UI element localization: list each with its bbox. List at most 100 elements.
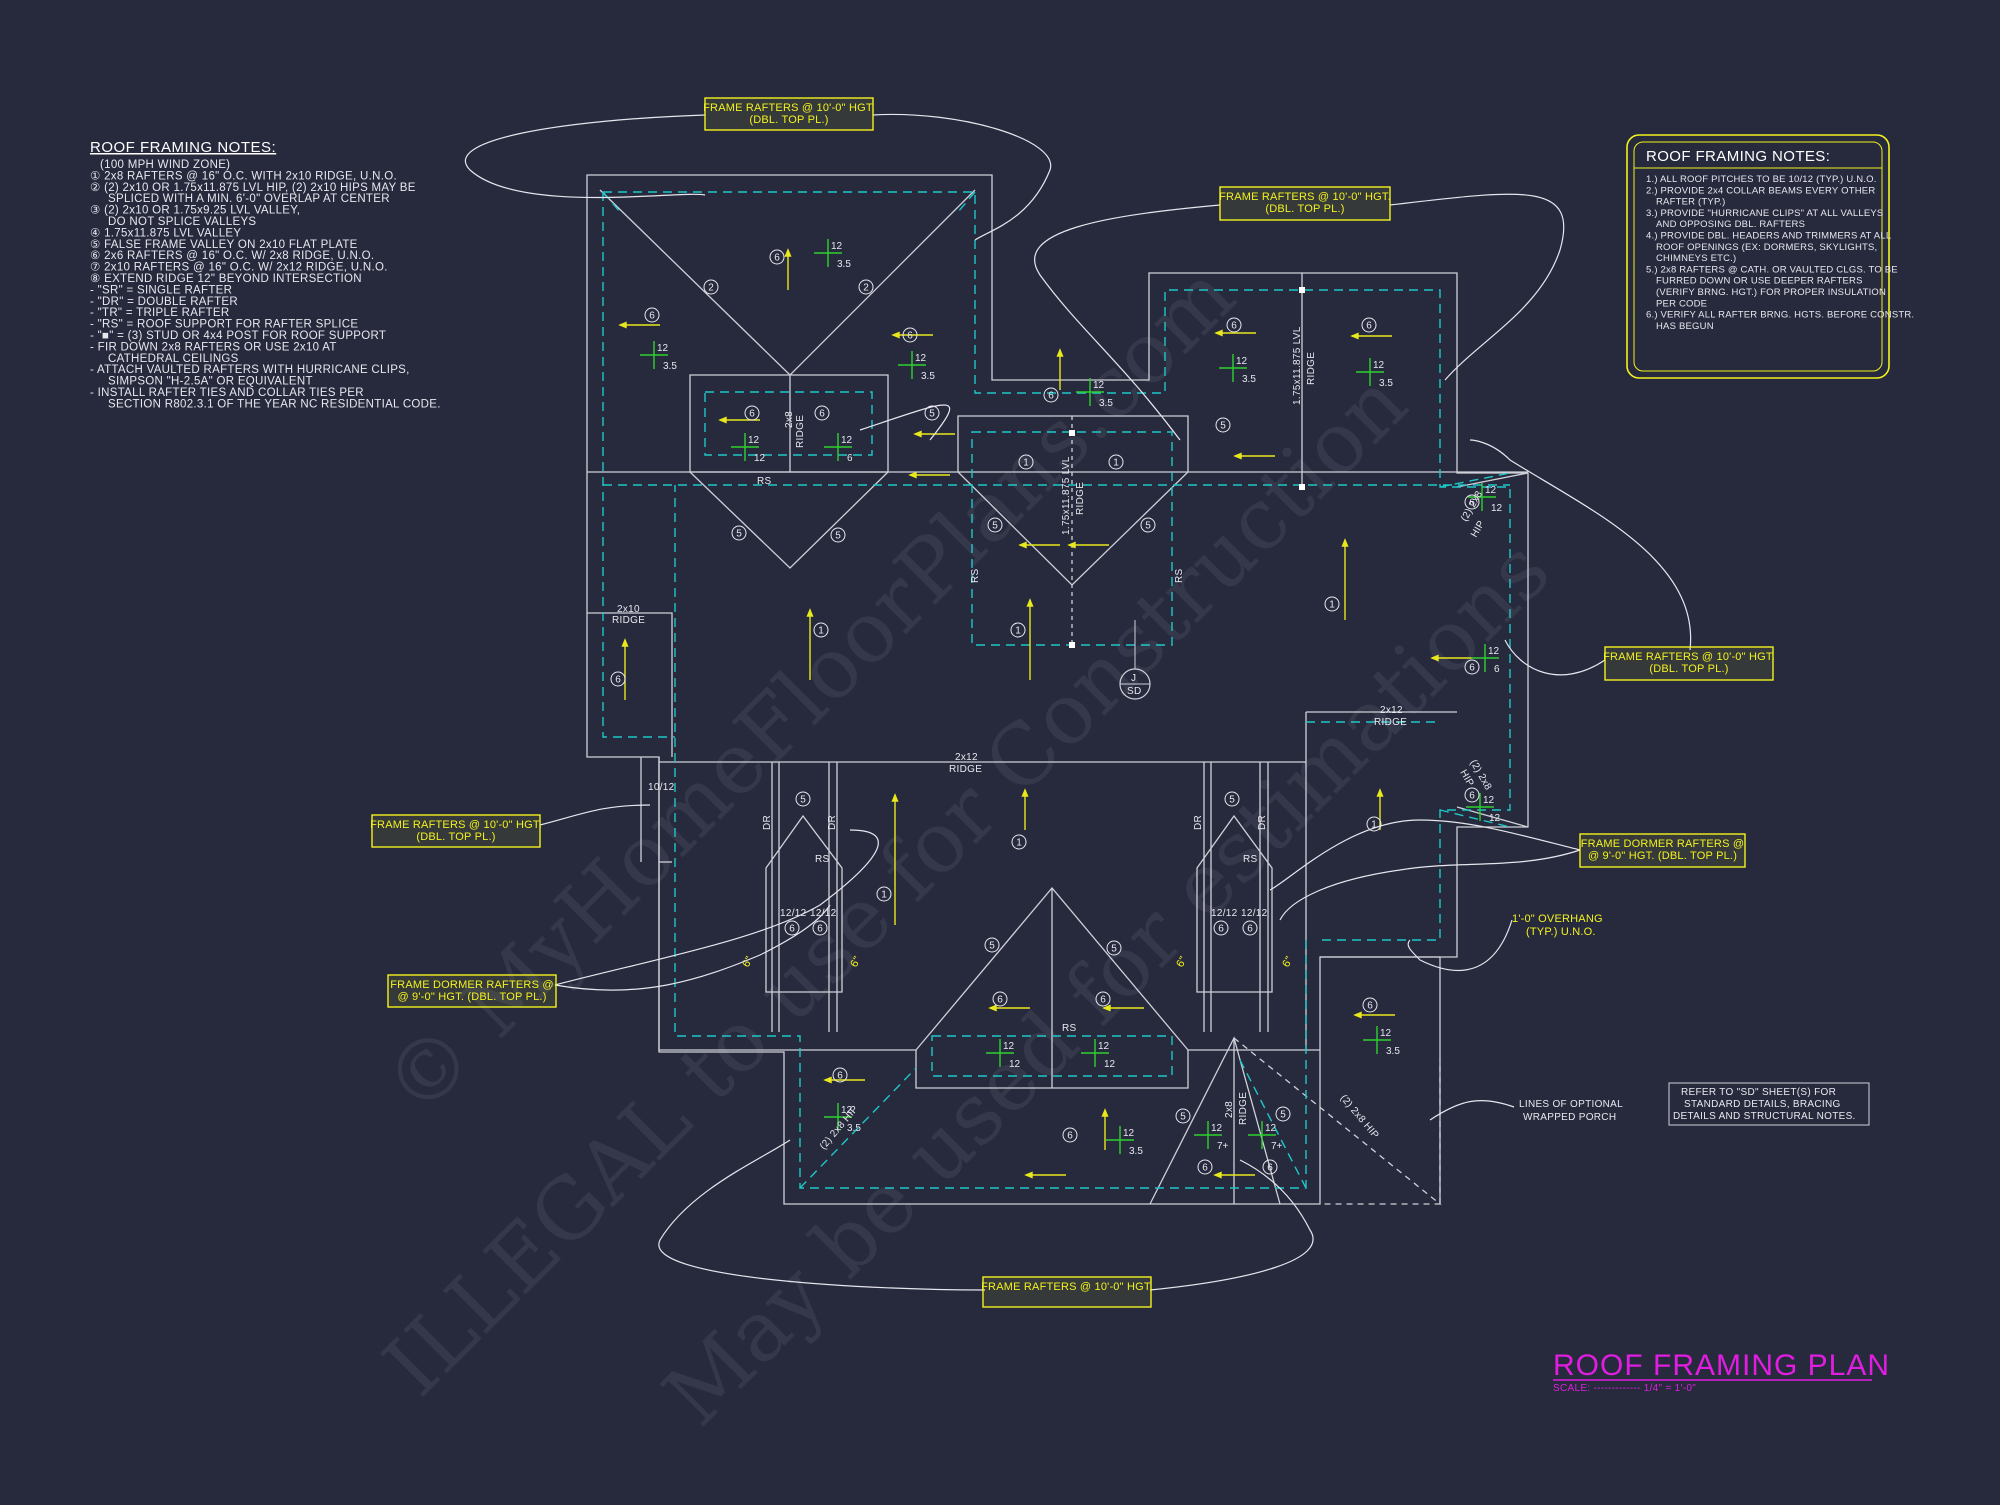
- note-number: 5: [1229, 795, 1235, 806]
- pitch-rise: 12: [1211, 1123, 1223, 1134]
- rafter-arrow-head: [718, 416, 727, 424]
- pitch-rise: 12: [1236, 356, 1248, 367]
- left-note-line: SECTION R802.3.1 OF THE YEAR NC RESIDENT…: [108, 398, 441, 410]
- pitch-run: 3.5: [1129, 1146, 1143, 1157]
- rs-label-4: RS: [815, 854, 830, 865]
- note-number: 6: [907, 331, 913, 342]
- overhang-right-hip: [1439, 472, 1511, 828]
- roof-support-post: [1299, 484, 1305, 490]
- leader-lines: [464, 113, 1692, 1291]
- rafter-arrow-head: [988, 1004, 997, 1012]
- porch-note-line-1: LINES OF OPTIONAL: [1519, 1099, 1623, 1110]
- overhang-left-wing: [602, 192, 675, 738]
- pitch-run: 3.5: [1386, 1046, 1400, 1057]
- overhang-top-left-hips: [602, 191, 976, 213]
- label-2x12-right-ridge: RIDGE: [1374, 717, 1407, 728]
- note-number: 6: [1367, 1001, 1373, 1012]
- note-number-circle: [814, 405, 830, 421]
- left-note-line: ③ (2) 2x10 OR 1.75x9.25 LVL VALLEY,: [90, 205, 300, 217]
- callout-text: (DBL. TOP PL.): [416, 831, 495, 843]
- left-note-line: - ATTACH VAULTED RAFTERS WITH HURRICANE …: [90, 364, 410, 376]
- callout-text: FRAME RAFTERS @ 10'-0" HGT.: [370, 819, 542, 831]
- left-note-line: - INSTALL RAFTER TIES AND COLLAR TIES PE…: [90, 387, 364, 399]
- note-number: 6: [1469, 791, 1475, 802]
- pitch-rise: 12: [1488, 646, 1500, 657]
- right-note-line: (VERIFY BRNG. HGT.) FOR PROPER INSULATIO…: [1656, 287, 1886, 298]
- pitch-rise: 12: [748, 435, 760, 446]
- sd-reference-j: J: [1131, 673, 1136, 684]
- rafter-arrow-head: [1021, 788, 1029, 797]
- leader-bottom-a: [658, 1139, 986, 1291]
- roof-plan-outline: [586, 174, 1529, 1205]
- label-hip-bottom-right: (2) 2x8 HIP: [1338, 1093, 1381, 1141]
- note-number-circle: [1324, 596, 1340, 612]
- note-number: 1: [1113, 458, 1119, 469]
- note-number: 6: [817, 924, 823, 935]
- pitch-rise: 12: [1485, 485, 1497, 496]
- pitch-rise: 12: [657, 343, 669, 354]
- pitch-rise: 12: [1483, 795, 1495, 806]
- note-number: 5: [835, 531, 841, 542]
- note-number-circle: [1062, 1127, 1078, 1143]
- rafter-arrow-head: [784, 248, 792, 257]
- right-note-line: ROOF OPENINGS (EX: DORMERS, SKYLIGHTS,: [1656, 242, 1877, 253]
- rafter-arrows: [618, 248, 1472, 1179]
- pitch-run: 12: [1009, 1059, 1021, 1070]
- note-number-circle: [1018, 454, 1034, 470]
- callout-box-top-right: [1219, 186, 1391, 221]
- leader-bottom-b: [1149, 1159, 1314, 1291]
- label-2x8: 2x8: [784, 411, 795, 428]
- rafter-arrow-head: [1056, 348, 1064, 357]
- rafter-arrow-head: [1101, 1108, 1109, 1117]
- rafter-arrow-head: [1430, 654, 1439, 662]
- leader-top-right-a: [1034, 204, 1221, 441]
- rafter-arrow-head: [913, 430, 922, 438]
- callout-text: (DBL. TOP PL.): [749, 114, 828, 126]
- dr-label-4: DR: [1257, 815, 1268, 830]
- rafter-arrow-head: [1353, 1011, 1362, 1019]
- label-top-right-lvl-ridge: RIDGE: [1306, 352, 1317, 385]
- note-number-circle: [1011, 834, 1027, 850]
- label-center-lvl: 1.75x11.875 LVL: [1061, 456, 1072, 535]
- rs-label-1: RS: [757, 476, 772, 487]
- note-number: 6: [615, 675, 621, 686]
- rafter-arrow-head: [1341, 538, 1349, 547]
- porch-optional-lines: [1233, 1037, 1442, 1205]
- note-number: 2: [708, 283, 714, 294]
- rafter-arrow-head: [823, 1076, 832, 1084]
- pitch-symbols: 123.5123.5123.5123.5123.51212126123.5126…: [640, 239, 1503, 1157]
- note-number-circle: [1224, 791, 1240, 807]
- center-cross-gable: [957, 415, 1189, 586]
- rafter-arrow-head: [1214, 329, 1223, 337]
- pitch-run: 7+: [1271, 1141, 1283, 1152]
- right-note-line: 2.) PROVIDE 2x4 COLLAR BEAMS EVERY OTHER: [1646, 185, 1875, 196]
- rafter-arrow-head: [618, 321, 627, 329]
- overhang-note-line-1: 1'-0" OVERHANG: [1512, 913, 1603, 925]
- note-number-circle: [902, 327, 918, 343]
- left-note-line: - "RS" = ROOF SUPPORT FOR RAFTER SPLICE: [90, 319, 358, 331]
- rs-label-5: RS: [1243, 854, 1258, 865]
- note-number: 6: [1202, 1163, 1208, 1174]
- watermark: © MyHomeFloorPlans.com ILLEGAL to use fo…: [365, 246, 1568, 1444]
- note-number-circle: [1226, 317, 1242, 333]
- note-number-circle: [1043, 387, 1059, 403]
- note-number-circle: [984, 937, 1000, 953]
- pitch-run: 12: [1104, 1059, 1116, 1070]
- pitch-run: 3.5: [1099, 398, 1113, 409]
- note-number: 6: [1469, 663, 1475, 674]
- note-number-circle: [812, 920, 828, 936]
- refer-note-line-3: DETAILS AND STRUCTURAL NOTES.: [1673, 1111, 1856, 1122]
- left-note-line: ④ 1.75x11.875 LVL VALLEY: [90, 227, 241, 239]
- pitch-run: 6: [1494, 664, 1500, 675]
- note-number-circle: [1215, 417, 1231, 433]
- note-number-circle: [1464, 659, 1480, 675]
- callout-text: FRAME RAFTERS @ 10'-0" HGT.: [703, 102, 875, 114]
- refer-note-box: [1668, 1082, 1870, 1126]
- note-number: 5: [1220, 421, 1226, 432]
- note-number: 6: [1218, 924, 1224, 935]
- rafter-arrow-head: [806, 608, 814, 617]
- rafter-arrow-head: [1376, 788, 1384, 797]
- right-note-line: HAS BEGUN: [1656, 321, 1714, 332]
- note-number-circle: [1362, 997, 1378, 1013]
- rafter-arrow-head: [1067, 541, 1076, 549]
